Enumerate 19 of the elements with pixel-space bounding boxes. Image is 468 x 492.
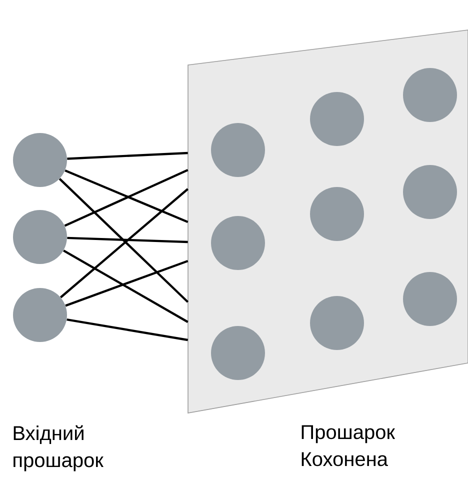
- neuron-circle: [211, 216, 265, 270]
- layer-title: Прошарок Кохонена: [302, 425, 396, 466]
- neuron-circle: [13, 210, 67, 264]
- neuron-circle: [13, 288, 67, 342]
- neuron-circle: [403, 165, 457, 219]
- neuron-circle: [310, 187, 364, 241]
- neuron-circle: [403, 68, 457, 122]
- neuron-circle: [211, 326, 265, 380]
- neuron-circle: [403, 272, 457, 326]
- connection-line: [63, 250, 188, 323]
- connection-line: [66, 318, 188, 342]
- connection-line: [67, 152, 188, 160]
- neuron-circle: [13, 133, 67, 187]
- neuron-circle: [310, 92, 364, 146]
- neuron-circle: [310, 296, 364, 350]
- neuron-circle: [211, 123, 265, 177]
- layer-label: Вхідний прошарок: [14, 425, 104, 472]
- connection-line: [67, 236, 188, 244]
- connection-line: [65, 260, 188, 307]
